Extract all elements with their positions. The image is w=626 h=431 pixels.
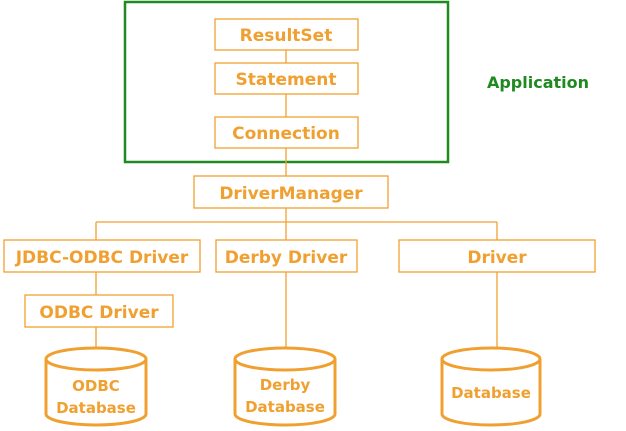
derby-driver-box: Derby Driver bbox=[215, 239, 358, 273]
derby-database-cylinder: Derby Database bbox=[233, 346, 337, 427]
odbc-driver-box-frame bbox=[24, 294, 174, 328]
statement-box: Statement bbox=[214, 62, 359, 95]
driver-label: Driver bbox=[467, 248, 527, 268]
odbc-database-cylinder: ODBC Database bbox=[44, 346, 148, 427]
statement-label: Statement bbox=[236, 70, 337, 90]
application-label: Application bbox=[487, 73, 589, 92]
generic-database-cylinder: Database bbox=[440, 346, 542, 427]
derby-database-body bbox=[233, 359, 337, 427]
derby-database-label-line1: Derby bbox=[260, 376, 311, 394]
drivermanager-box: DriverManager bbox=[193, 175, 389, 209]
odbc-database-body bbox=[44, 359, 148, 427]
connection-label: Connection bbox=[232, 124, 340, 144]
driver-box-frame bbox=[398, 239, 596, 273]
odbc-driver-box: ODBC Driver bbox=[24, 294, 174, 328]
driver-box: Driver bbox=[398, 239, 596, 273]
derby-database-label-line2: Database bbox=[245, 398, 325, 416]
odbc-driver-label: ODBC Driver bbox=[39, 303, 159, 323]
jdbc-odbc-driver-label: JDBC-ODBC Driver bbox=[15, 248, 189, 268]
drivermanager-label: DriverManager bbox=[219, 184, 363, 204]
jdbc-odbc-driver-box-frame bbox=[3, 239, 201, 273]
odbc-database-label-line2: Database bbox=[56, 399, 136, 417]
connectors bbox=[95, 50, 498, 350]
resultset-label: ResultSet bbox=[240, 26, 333, 46]
derby-driver-box-frame bbox=[215, 239, 358, 273]
connection-box-frame bbox=[214, 116, 359, 149]
drivermanager-box-frame bbox=[193, 175, 389, 209]
resultset-box-frame bbox=[214, 18, 359, 51]
generic-database-body bbox=[440, 359, 542, 427]
generic-database-top bbox=[440, 346, 542, 372]
derby-driver-label: Derby Driver bbox=[225, 248, 348, 268]
odbc-database-label-line1: ODBC bbox=[72, 377, 120, 395]
jdbc-odbc-driver-box: JDBC-ODBC Driver bbox=[3, 239, 201, 273]
derby-database-top bbox=[233, 346, 337, 372]
odbc-database-top bbox=[44, 346, 148, 372]
generic-database-label: Database bbox=[451, 384, 531, 402]
statement-box-frame bbox=[214, 62, 359, 95]
connection-box: Connection bbox=[214, 116, 359, 149]
resultset-box: ResultSet bbox=[214, 18, 359, 51]
